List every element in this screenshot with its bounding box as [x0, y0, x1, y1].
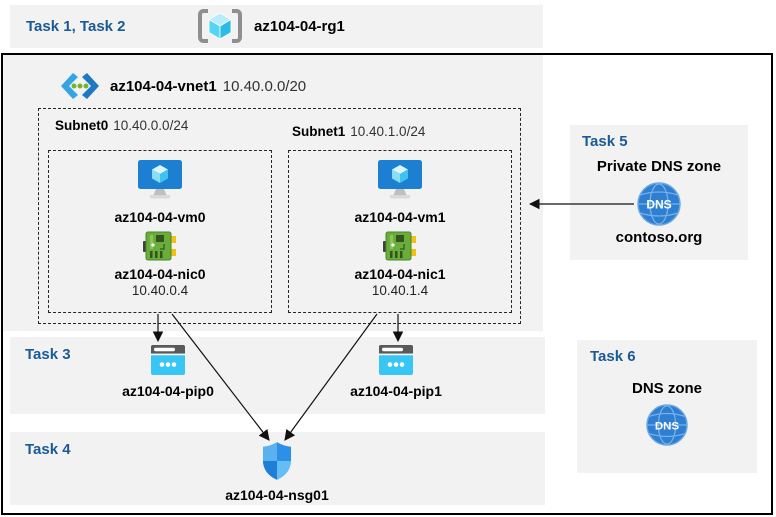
vm0-name: az104-04-vm0	[114, 209, 206, 225]
public-ip-icon	[379, 345, 413, 375]
virtual-machine-icon	[138, 160, 182, 199]
subnet1-label: Subnet1 10.40.1.0/24	[292, 124, 425, 139]
task3-panel: Task 3 az104-04-pip0	[10, 337, 545, 414]
nic0-name: az104-04-nic0	[114, 266, 206, 282]
private-dns-zone-icon: DNS	[637, 182, 681, 226]
public-ip-icon	[151, 345, 185, 375]
pip1-name: az104-04-pip1	[350, 383, 442, 399]
task6-panel: Task 6 DNS zone DNS	[577, 340, 757, 473]
network-security-group-icon	[262, 442, 292, 480]
task-4-label: Task 4	[25, 441, 71, 458]
nic1-name: az104-04-nic1	[354, 266, 446, 282]
subnet1-name: Subnet1	[292, 124, 346, 139]
network-interface-icon	[383, 231, 416, 261]
nic0-ip: 10.40.0.4	[131, 283, 189, 298]
resource-group-banner: Task 1, Task 2 az104-04-rg1	[10, 5, 543, 48]
virtual-machine-icon	[378, 160, 422, 199]
task4-panel: Task 4 az104-04-nsg01	[10, 432, 545, 505]
network-interface-icon	[143, 231, 176, 261]
vnet-area	[3, 55, 543, 331]
subnet0-label: Subnet0 10.40.0.0/24	[55, 118, 188, 133]
task-5-label: Task 5	[582, 133, 628, 150]
private-dns-zone-name: contoso.org	[615, 229, 703, 246]
pip0-group: az104-04-pip0	[100, 345, 236, 399]
subnet0-box: az104-04-vm0 az104-04-nic0 10.40.0.4	[48, 150, 272, 313]
subnet1-box: az104-04-vm1 az104-04-nic1 10.40.1.4	[288, 150, 512, 313]
nic1-ip: 10.40.1.4	[371, 283, 429, 298]
resource-group-icon	[198, 9, 242, 43]
subnet1-cidr: 10.40.1.0/24	[350, 124, 426, 139]
pip0-name: az104-04-pip0	[122, 383, 214, 399]
subnet0-content: az104-04-vm0 az104-04-nic0 10.40.0.4	[49, 151, 271, 298]
subnet1-content: az104-04-vm1 az104-04-nic1 10.40.1.4	[289, 151, 511, 298]
private-dns-zone-title: Private DNS zone	[596, 158, 722, 175]
dns-icon-text: DNS	[646, 198, 671, 212]
vnet-name-text: az104-04-vnet1	[110, 77, 217, 95]
subnet0-cidr: 10.40.0.0/24	[113, 118, 189, 133]
dns-zone-title: DNS zone	[631, 380, 702, 397]
virtual-network-icon	[61, 73, 99, 99]
resource-group-name: az104-04-rg1	[254, 18, 345, 35]
dns-icon-text: DNS	[655, 420, 680, 432]
resource-group-frame	[1, 53, 773, 515]
subnet-group-box	[38, 108, 521, 324]
task5-panel: Task 5 Private DNS zone DNS contoso.org	[570, 125, 748, 260]
task-3-label: Task 3	[25, 346, 71, 363]
vm1-name: az104-04-vm1	[354, 209, 446, 225]
nsg-group: az104-04-nsg01	[207, 441, 347, 503]
vnet-name: az104-04-vnet1 10.40.0.0/20	[110, 78, 306, 95]
vnet-cidr: 10.40.0.0/20	[222, 77, 307, 95]
pip1-group: az104-04-pip1	[328, 345, 464, 399]
dns-zone-icon: DNS	[646, 404, 688, 446]
task-6-label: Task 6	[590, 348, 636, 365]
vnet-header: az104-04-vnet1 10.40.0.0/20	[60, 70, 306, 102]
nsg-name: az104-04-nsg01	[225, 487, 329, 503]
subnet0-name: Subnet0	[55, 118, 109, 133]
task-1-2-label: Task 1, Task 2	[26, 18, 126, 35]
